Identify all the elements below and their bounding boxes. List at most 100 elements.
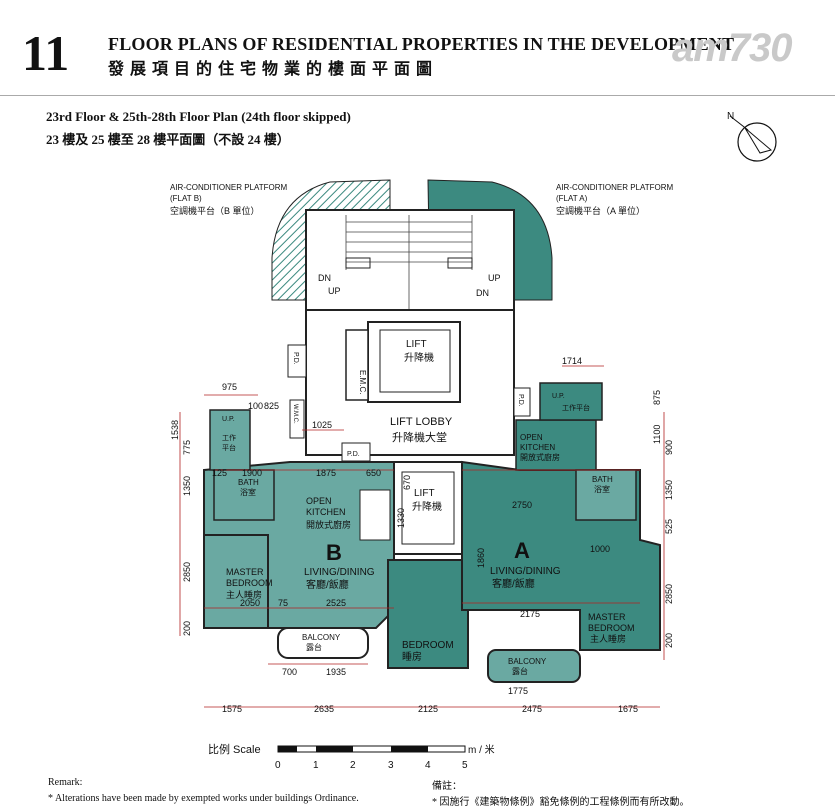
remark-title-zh: 備註：	[432, 781, 462, 792]
dim-1330: 1330	[396, 508, 406, 528]
ac-platform-a-zh: 空調機平台（A 單位）	[556, 205, 645, 216]
scale-tick-5: 5	[462, 760, 468, 771]
pd-label-a: P.D.	[517, 394, 524, 407]
scale-tick-0: 0	[275, 760, 281, 771]
flat-a-balcony-label: BALCONY	[508, 657, 547, 666]
lift-label: LIFT	[406, 339, 427, 350]
scale-tick-2: 2	[350, 760, 356, 771]
scale-unit: m / 米	[468, 743, 495, 756]
flat-b-living-zh: 客廳/飯廳	[306, 578, 349, 591]
flat-a-bath-zh: 浴室	[594, 484, 610, 494]
flat-b-bedroom-label: BEDROOM	[402, 640, 454, 651]
scale-tick-4: 4	[425, 760, 431, 771]
flat-a-living-zh: 客廳/飯廳	[492, 577, 535, 590]
pd-label-lobby: P.D.	[347, 451, 360, 458]
flat-b-platform-label: 平台	[222, 443, 236, 452]
flat-a-kitchen-zh: 開放式廚房	[520, 452, 560, 462]
flat-b-bedroom-zh: 睡房	[402, 650, 422, 663]
flat-a-master-label2: BEDROOM	[588, 623, 635, 633]
header-divider	[0, 95, 835, 96]
dim-2525: 2525	[326, 598, 346, 608]
flat-b-living-label: LIVING/DINING	[304, 567, 375, 578]
flat-a-kitchen-label: OPEN	[520, 433, 543, 442]
lift-lobby-label: LIFT LOBBY	[390, 416, 453, 428]
dim-2850: 2850	[182, 562, 192, 582]
lift-label-zh: 升降機	[404, 351, 434, 364]
dim-1350: 1350	[182, 476, 192, 496]
flat-b-letter: B	[326, 540, 342, 565]
flat-b-master-zh: 主人睡房	[226, 589, 262, 600]
dim-825: 825	[264, 401, 279, 411]
chapter-number: 11	[22, 25, 70, 81]
emc-label: E.M.C.	[358, 370, 367, 394]
floor-plan-subtitle-zh: 23 樓及 25 樓至 28 樓平面圖（不設 24 樓）	[46, 132, 290, 147]
floor-plan-subtitle-en: 23rd Floor & 25th-28th Floor Plan (24th …	[46, 109, 351, 124]
dim-2050: 2050	[240, 598, 260, 608]
dim-125: 125	[212, 468, 227, 478]
flat-b-up-label: U.P.	[222, 416, 235, 423]
remark-text-zh: * 因施行《建築物條例》豁免條例的工程條例而有所改動。	[432, 797, 690, 808]
scale-tick-3: 3	[388, 760, 394, 771]
remark-text-en: * Alterations have been made by exempted…	[48, 793, 359, 804]
dim-2175: 2175	[520, 609, 540, 619]
dim-1714: 1714	[562, 356, 582, 366]
stair-up-a: UP	[488, 273, 501, 283]
dim-1025: 1025	[312, 420, 332, 430]
dim-525: 525	[664, 519, 674, 534]
dim-100: 100	[248, 401, 263, 411]
flat-b-bath-label: BATH	[238, 478, 259, 487]
dim-75: 75	[278, 598, 288, 608]
flat-a-living-label: LIVING/DINING	[490, 566, 561, 577]
flat-a-kitchen-label2: KITCHEN	[520, 443, 555, 452]
dim-1875: 1875	[316, 468, 336, 478]
scale-label: 比例 Scale	[208, 742, 261, 756]
dim-2635: 2635	[314, 704, 334, 714]
lift2-label-zh: 升降機	[412, 500, 442, 513]
north-arrow-icon: N	[727, 111, 777, 162]
svg-text:N: N	[727, 111, 734, 122]
flat-b-work-label: 工作	[222, 433, 236, 442]
stair-dn-a: DN	[476, 288, 489, 298]
flat-b-balcony-zh: 露台	[306, 642, 322, 652]
stair-dn-b: DN	[318, 273, 331, 283]
scale-bar: 比例 Scale m / 米 0 1 2 3 4 5	[208, 742, 495, 771]
flat-a-work-platform: 工作平台	[562, 403, 590, 412]
remark-title-en: Remark:	[48, 777, 83, 788]
lift2-label: LIFT	[414, 488, 435, 499]
stair-up-b: UP	[328, 286, 341, 296]
dim-2475: 2475	[522, 704, 542, 714]
flat-b-master-label2: BEDROOM	[226, 578, 273, 588]
dim-200: 200	[182, 621, 192, 636]
dim-1860: 1860	[476, 548, 486, 568]
dim-650: 650	[366, 468, 381, 478]
flat-a-balcony-zh: 露台	[512, 666, 528, 676]
flat-a-letter: A	[514, 538, 530, 563]
dim-900: 900	[664, 440, 674, 455]
flat-b-bath-zh: 浴室	[240, 487, 256, 497]
dim-975: 975	[222, 382, 237, 392]
dim-1350-a: 1350	[664, 480, 674, 500]
watermark-logo: am730	[672, 26, 793, 70]
page-title-en: FLOOR PLANS OF RESIDENTIAL PROPERTIES IN…	[108, 34, 735, 54]
dim-1000: 1000	[590, 544, 610, 554]
flat-a-master-zh: 主人睡房	[590, 633, 626, 644]
dim-1900: 1900	[242, 468, 262, 478]
flat-b-kitchen-zh: 開放式廚房	[306, 519, 351, 530]
dim-2125: 2125	[418, 704, 438, 714]
flat-a-up-label: U.P.	[552, 393, 565, 400]
flat-b-kitchen-label2: KITCHEN	[306, 507, 346, 517]
lift-lobby-label-zh: 升降機大堂	[392, 430, 447, 444]
dim-1675: 1675	[618, 704, 638, 714]
ac-platform-b-zh: 空調機平台（B 單位）	[170, 205, 260, 216]
ac-platform-a-flat: (FLAT A)	[556, 194, 588, 203]
dim-670: 670	[402, 475, 412, 490]
ac-platform-b-flat: (FLAT B)	[170, 194, 202, 203]
dim-2750: 2750	[512, 500, 532, 510]
dim-200-a: 200	[664, 633, 674, 648]
dim-1575: 1575	[222, 704, 242, 714]
flat-b-balcony-label: BALCONY	[302, 633, 341, 642]
flat-b-master-label: MASTER	[226, 567, 264, 577]
dim-875: 875	[652, 390, 662, 405]
ac-platform-b-label: AIR-CONDITIONER PLATFORM	[170, 183, 288, 192]
